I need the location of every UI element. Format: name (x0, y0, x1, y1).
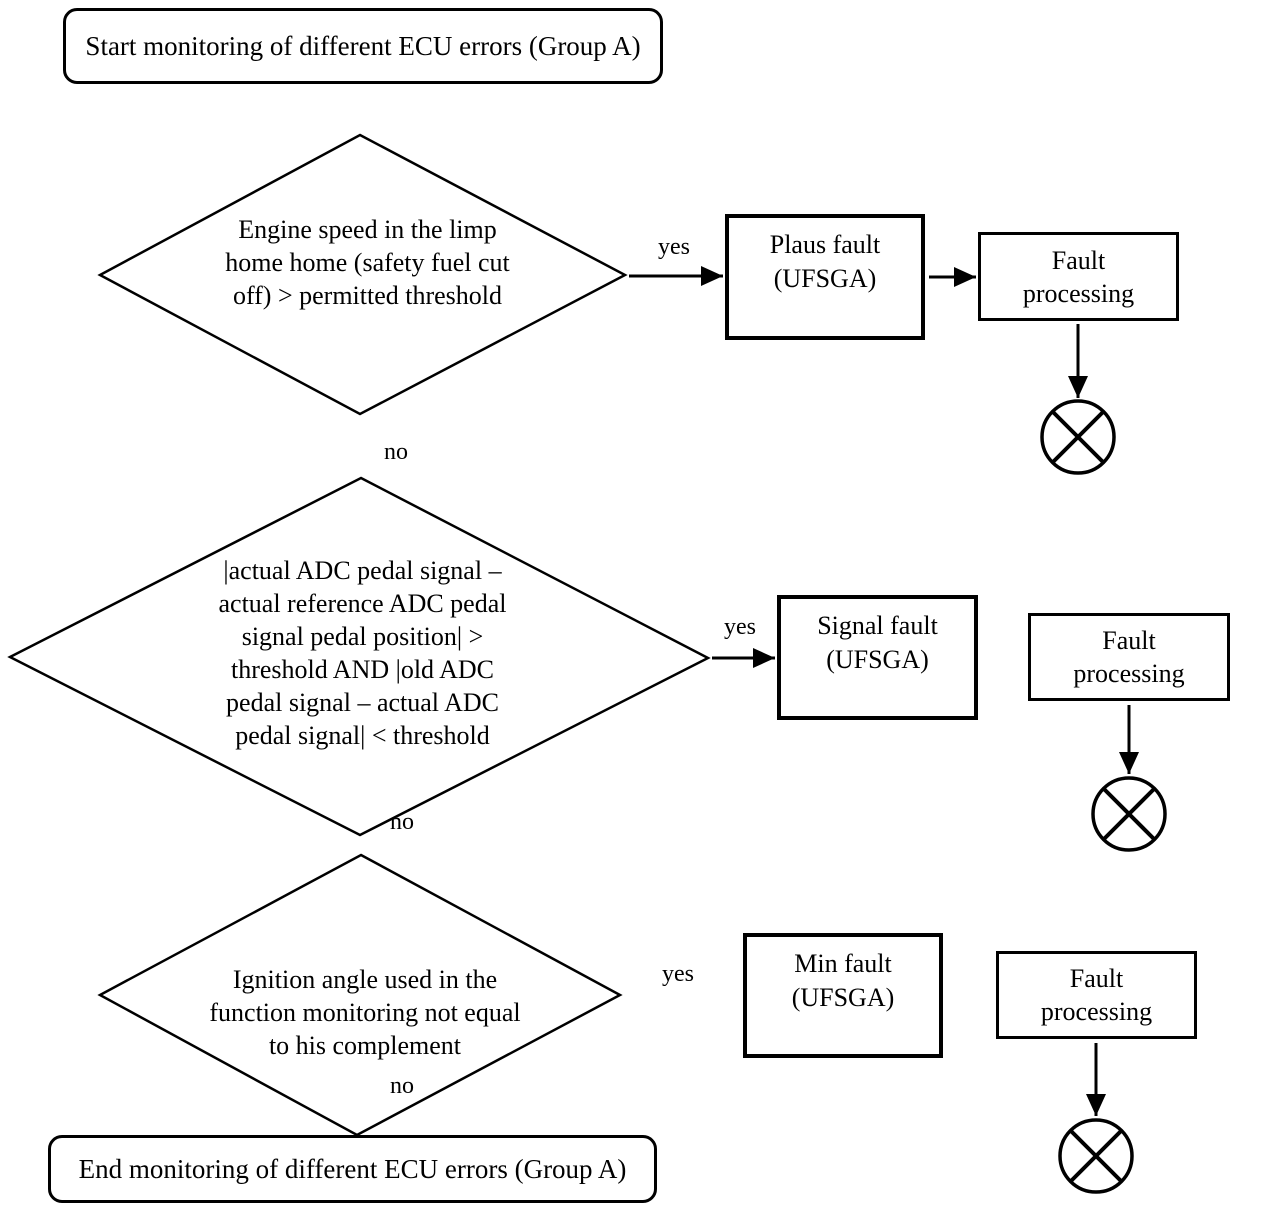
fault3-label: Min fault (UFSGA) (791, 949, 895, 1012)
terminator1-crossed-circle-icon (1040, 399, 1116, 475)
fault1-plaus-box: Plaus fault (UFSGA) (725, 214, 925, 340)
processing3-box: Fault processing (996, 951, 1197, 1039)
fault2-signal-box: Signal fault (UFSGA) (777, 595, 978, 720)
decision2-no-label: no (390, 809, 414, 835)
start-node-label: Start monitoring of different ECU errors… (85, 30, 641, 61)
fault3-min-box: Min fault (UFSGA) (743, 933, 943, 1058)
fault1-label: Plaus fault (UFSGA) (769, 230, 881, 293)
processing1-label: Fault processing (1022, 245, 1135, 308)
decision1-text: Engine speed in the limp home home (safe… (225, 215, 510, 310)
end-node-label: End monitoring of different ECU errors (… (78, 1153, 627, 1184)
decision2-yes-label: yes (724, 614, 756, 640)
decision3-yes-label: yes (662, 961, 694, 987)
decision1-diamond-shape (97, 133, 628, 416)
processing2-box: Fault processing (1028, 613, 1230, 701)
decision2-text: |actual ADC pedal signal – actual refere… (218, 556, 507, 750)
decision3-no-label: no (390, 1073, 414, 1099)
processing3-label: Fault processing (1040, 964, 1153, 1026)
terminator2-crossed-circle-icon (1091, 776, 1167, 852)
end-node: End monitoring of different ECU errors (… (48, 1135, 657, 1203)
processing2-label: Fault processing (1073, 626, 1185, 688)
fault2-label: Signal fault (UFSGA) (817, 611, 938, 674)
decision3-text: Ignition angle used in the function moni… (209, 965, 521, 1060)
start-node: Start monitoring of different ECU errors… (63, 8, 663, 84)
terminator3-crossed-circle-icon (1058, 1118, 1134, 1194)
decision2-diamond-shape (7, 476, 711, 837)
decision1-yes-label: yes (658, 234, 690, 260)
decision1-no-label: no (384, 439, 408, 465)
processing1-box: Fault processing (978, 232, 1179, 321)
